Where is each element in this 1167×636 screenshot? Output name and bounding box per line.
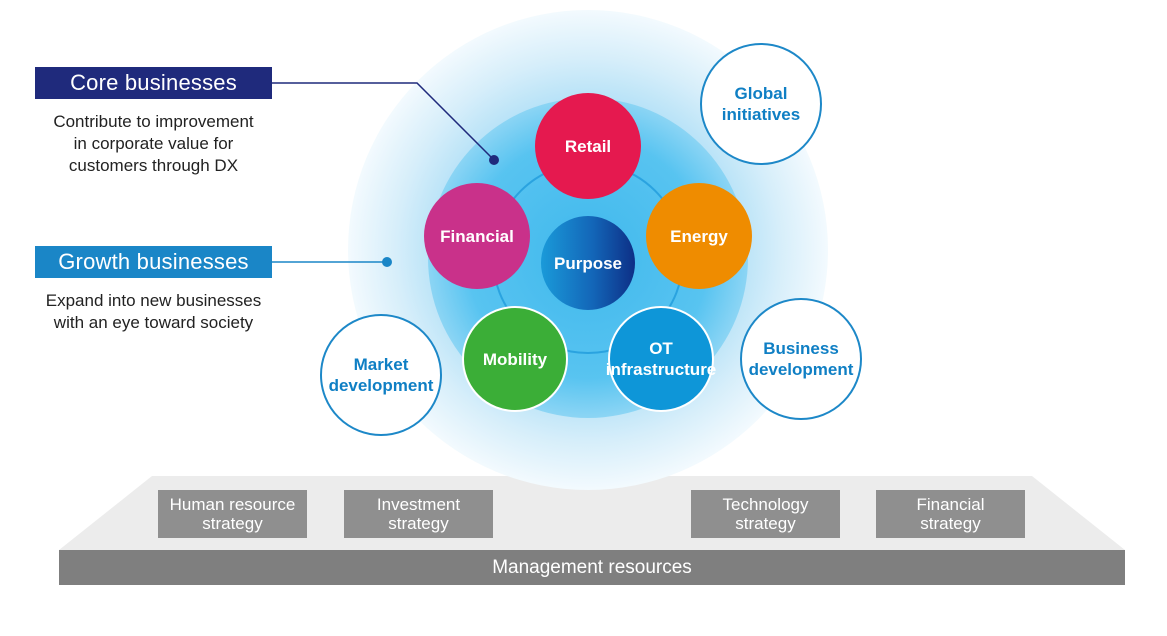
strategy-financial: Financial strategy	[876, 490, 1025, 538]
growth-businesses-label: Growth businesses	[35, 246, 272, 278]
business-circle-mobility: Mobility	[462, 306, 568, 412]
platform-top	[59, 476, 1125, 550]
global-initiatives-circle: Global initiatives	[700, 43, 822, 165]
management-resources-bar: Management resources	[59, 550, 1125, 585]
strategy-investment: Investment strategy	[344, 490, 493, 538]
market-development-circle: Market development	[320, 314, 442, 436]
business-circle-financial: Financial	[424, 183, 530, 289]
core-businesses-description: Contribute to improvement in corporate v…	[53, 112, 254, 175]
core-connector-dot	[489, 155, 499, 165]
business-development-circle: Business development	[740, 298, 862, 420]
business-circle-ot-infrastructure: OT infrastructure	[606, 306, 716, 412]
growth-connector-dot	[382, 257, 392, 267]
purpose-label: Purpose	[553, 253, 623, 273]
core-connector-line	[272, 82, 495, 161]
business-circle-energy: Energy	[646, 183, 752, 289]
business-circle-retail: Retail	[535, 93, 641, 199]
growth-businesses-description: Expand into new businesses with an eye t…	[45, 291, 262, 332]
strategy-human-resource: Human resource strategy	[158, 490, 307, 538]
strategy-technology: Technology strategy	[691, 490, 840, 538]
core-businesses-label: Core businesses	[35, 67, 272, 99]
purpose-circle-shape	[541, 216, 635, 310]
